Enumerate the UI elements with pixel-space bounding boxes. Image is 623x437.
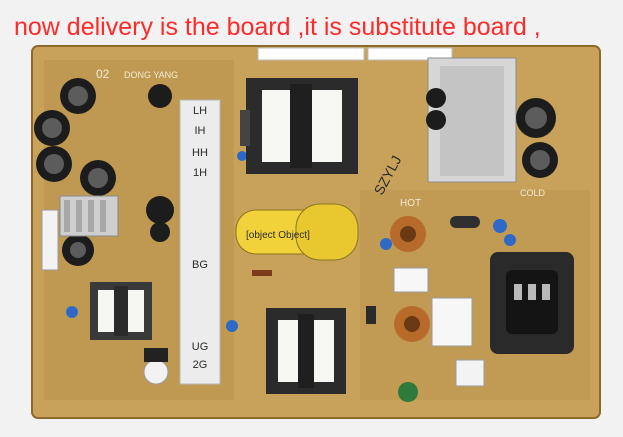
capacitor-icon — [235, 203, 359, 261]
sticker-line: UG — [192, 341, 209, 353]
blue-capacitor — [380, 238, 392, 250]
heatsink-icon — [427, 57, 517, 183]
sticker-line: LH — [193, 105, 207, 117]
maker-text: DONG YANG — [124, 70, 178, 80]
transformer-icon — [90, 282, 152, 340]
blue-capacitor — [504, 234, 516, 246]
sticker-line: 1H — [193, 167, 207, 179]
film-capacitor — [431, 297, 473, 347]
sticker-line: IH — [195, 125, 206, 137]
resistor — [252, 270, 272, 276]
capacitor-icon — [34, 78, 174, 266]
sticker — [179, 99, 221, 385]
cold-label: COLD — [520, 188, 546, 198]
power-socket-icon — [490, 252, 574, 354]
transformer-icon — [266, 308, 346, 394]
hot-label: HOT — [400, 198, 421, 209]
sticker-line: BG — [192, 259, 208, 271]
top-label-strip — [257, 47, 365, 61]
bottom-connector — [455, 359, 485, 387]
blue-capacitor — [493, 219, 507, 233]
ic-chip — [144, 348, 168, 362]
coil-icon — [390, 216, 430, 342]
sticker-line: HH — [192, 147, 208, 159]
transformer-icon — [240, 78, 358, 174]
sticker-line: 2G — [193, 359, 208, 371]
left-connector — [41, 209, 59, 271]
film-capacitor — [393, 267, 429, 293]
blue-capacitor — [226, 320, 238, 332]
fuse — [450, 216, 480, 228]
diode — [366, 306, 376, 324]
board-number: 02 — [96, 67, 110, 81]
top-label-strip-2 — [367, 47, 453, 61]
capacitor-icon — [426, 88, 558, 178]
capacitor-text: [object Object] — [246, 230, 310, 241]
blue-capacitor — [237, 151, 247, 161]
delivery-banner: now delivery is the board ,it is substit… — [14, 13, 541, 41]
heatsink-icon — [59, 195, 119, 237]
white-thermistor — [143, 359, 169, 385]
blue-capacitor — [66, 306, 78, 318]
green-disc-capacitor — [398, 382, 418, 402]
